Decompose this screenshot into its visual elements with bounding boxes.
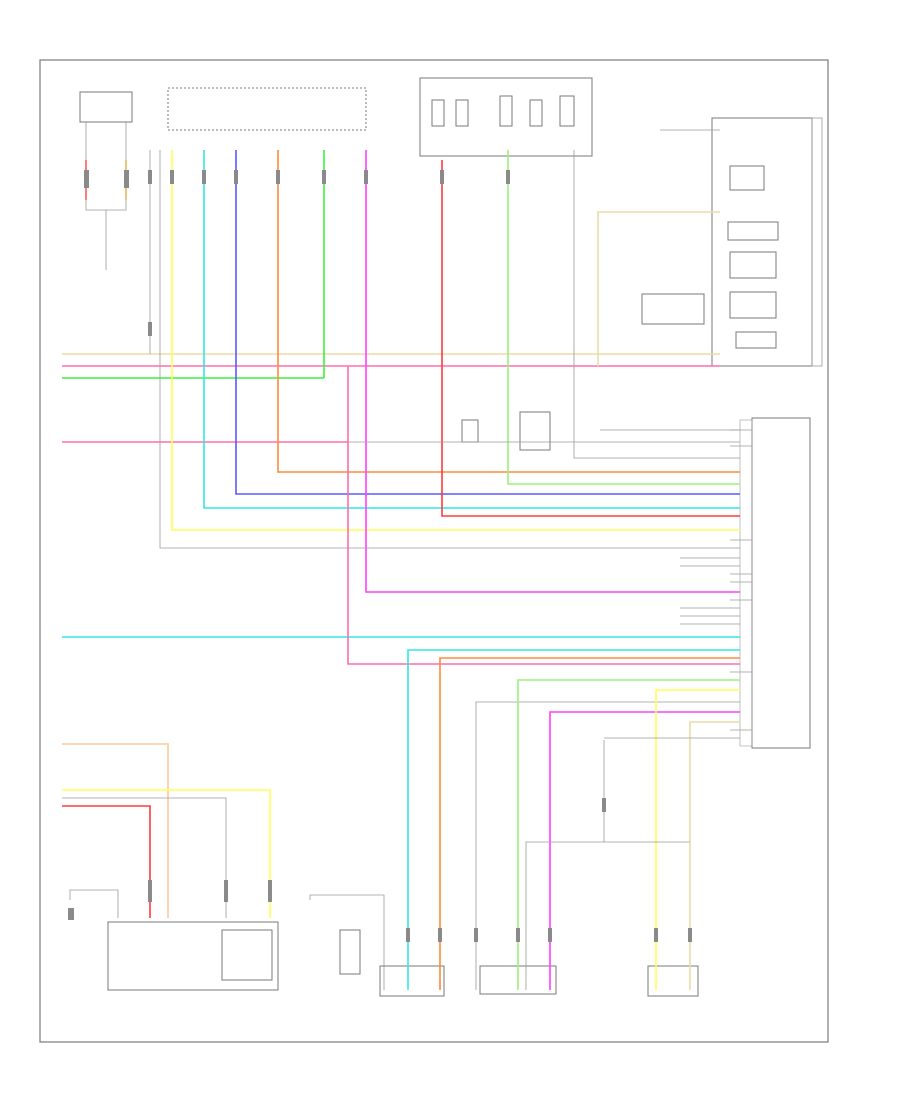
control-unit-pins [730, 429, 752, 731]
bottom-connectors [309, 894, 699, 997]
main-control-unit [739, 417, 811, 749]
mid-component [461, 411, 551, 451]
wire-harness [62, 129, 740, 990]
top-left-sensor [79, 91, 133, 270]
relay-unit [641, 117, 823, 367]
terminal-markers [148, 170, 692, 942]
diagram-frame [39, 59, 829, 1043]
fuse-box-top [167, 77, 593, 157]
bottom-switch-assembly [68, 889, 279, 991]
